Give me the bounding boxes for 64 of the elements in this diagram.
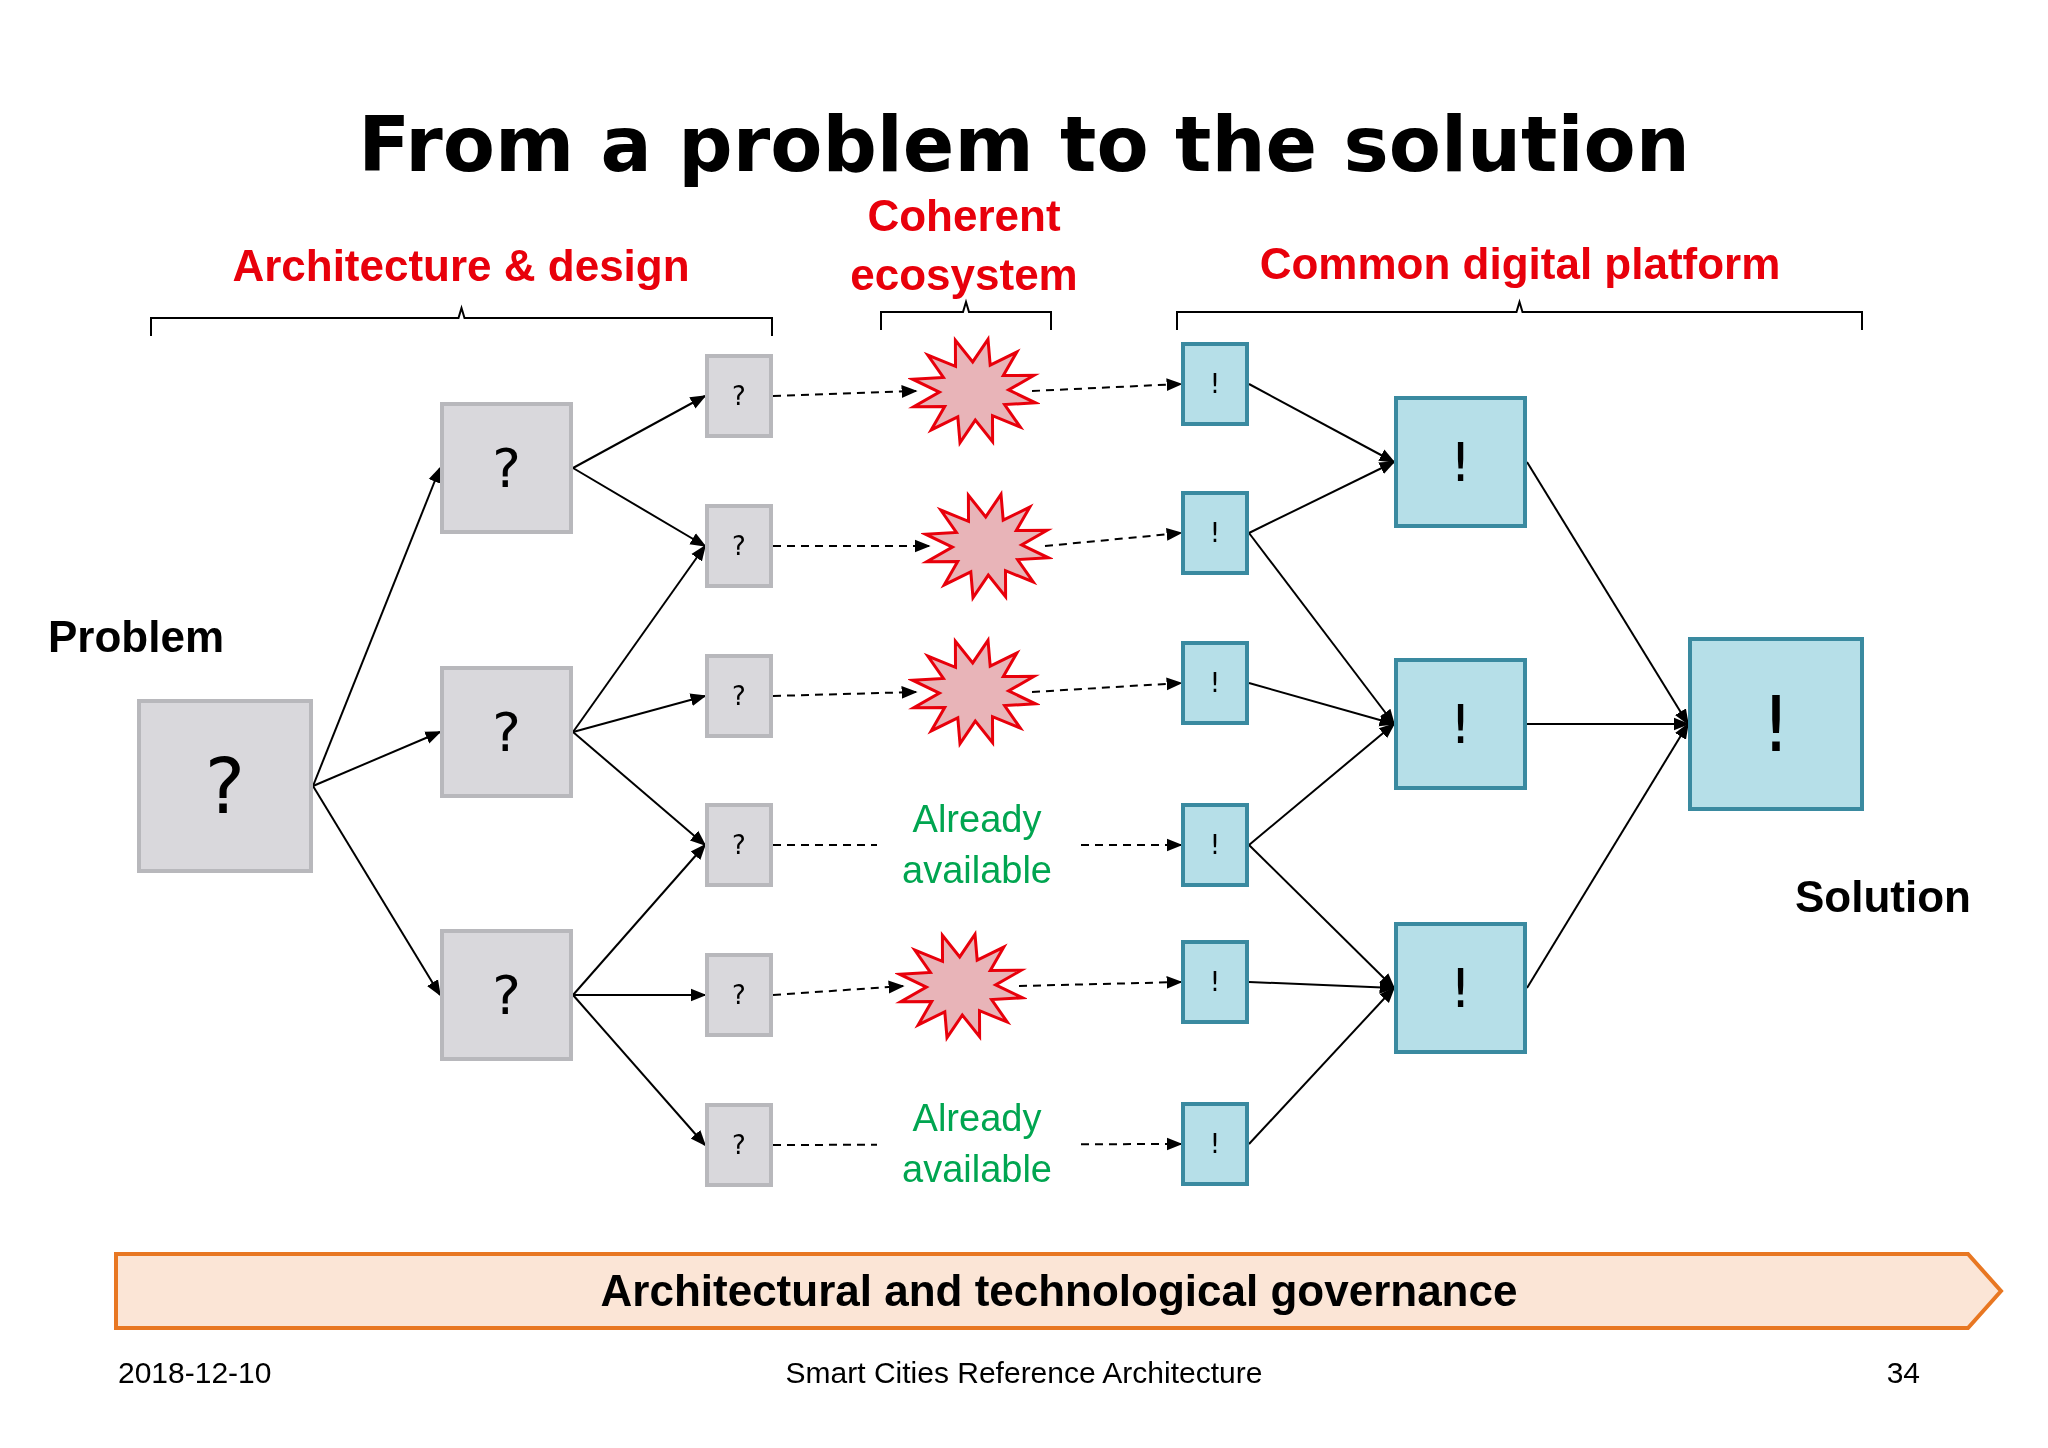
question-box: ? — [705, 953, 773, 1037]
dashed-arrow — [772, 980, 905, 996]
question-box: ? — [705, 1103, 773, 1187]
answer-box: ! — [1181, 803, 1249, 887]
starburst — [908, 636, 1040, 748]
arrow — [1526, 717, 1690, 731]
arrow — [1248, 986, 1396, 1145]
answer-box: ! — [1181, 342, 1249, 426]
section-heading: Architecture & design — [231, 240, 691, 292]
arrow — [572, 843, 707, 996]
dashed-arrow — [1018, 975, 1183, 989]
starburst — [908, 335, 1040, 447]
arrow — [572, 988, 707, 1002]
slide-title: From a problem to the solution — [357, 100, 1691, 189]
arrow — [572, 467, 707, 547]
question-box: ? — [705, 354, 773, 438]
question-box: ? — [137, 699, 313, 873]
question-box: ? — [705, 803, 773, 887]
arrow — [312, 466, 441, 787]
arrow — [1248, 844, 1396, 990]
solution-label: Solution — [1795, 872, 1971, 922]
question-box: ? — [440, 666, 573, 798]
dashed-arrow — [772, 385, 918, 398]
answer-box: ! — [1394, 922, 1527, 1054]
arrow — [572, 994, 707, 1147]
starburst — [921, 490, 1053, 602]
arrow — [1526, 722, 1689, 989]
question-box: ? — [705, 504, 773, 588]
governance-arrow-banner — [114, 1252, 2004, 1330]
footer-text: Smart Cities Reference Architecture — [784, 1356, 1264, 1390]
dashed-arrow — [772, 686, 918, 699]
arrow — [1248, 682, 1396, 727]
arrow — [572, 693, 707, 733]
dashed-arrow — [1031, 378, 1183, 392]
arrow — [572, 731, 707, 847]
section-heading: Common digital platform — [1258, 238, 1782, 290]
dashed-arrow — [1044, 528, 1183, 547]
answer-box: ! — [1394, 658, 1527, 790]
arrow — [1248, 461, 1396, 534]
answer-box: ! — [1181, 1102, 1249, 1186]
answer-box: ! — [1688, 637, 1864, 811]
question-box: ? — [705, 654, 773, 738]
footer-text: 34 — [1885, 1356, 1920, 1390]
answer-box: ! — [1181, 940, 1249, 1024]
question-box: ? — [440, 402, 573, 534]
arrow — [1248, 383, 1396, 463]
arrow — [1248, 722, 1396, 846]
arrow — [312, 731, 442, 787]
footer-text: 2018-12-10 — [118, 1356, 273, 1390]
banner-text: Architectural and technological governance — [600, 1266, 1518, 1316]
answer-box: ! — [1181, 491, 1249, 575]
arrow — [572, 395, 707, 469]
arrow — [1248, 532, 1395, 726]
arrow — [312, 785, 441, 997]
dashed-arrow — [772, 539, 931, 553]
question-box: ? — [440, 929, 573, 1061]
section-heading: Coherent ecosystem — [849, 190, 1079, 302]
starburst — [895, 930, 1027, 1042]
dashed-arrow — [1031, 677, 1183, 693]
answer-box: ! — [1181, 641, 1249, 725]
problem-label: Problem — [48, 612, 225, 662]
arrow — [1526, 461, 1689, 726]
arrow — [572, 544, 706, 733]
answer-box: ! — [1394, 396, 1527, 528]
